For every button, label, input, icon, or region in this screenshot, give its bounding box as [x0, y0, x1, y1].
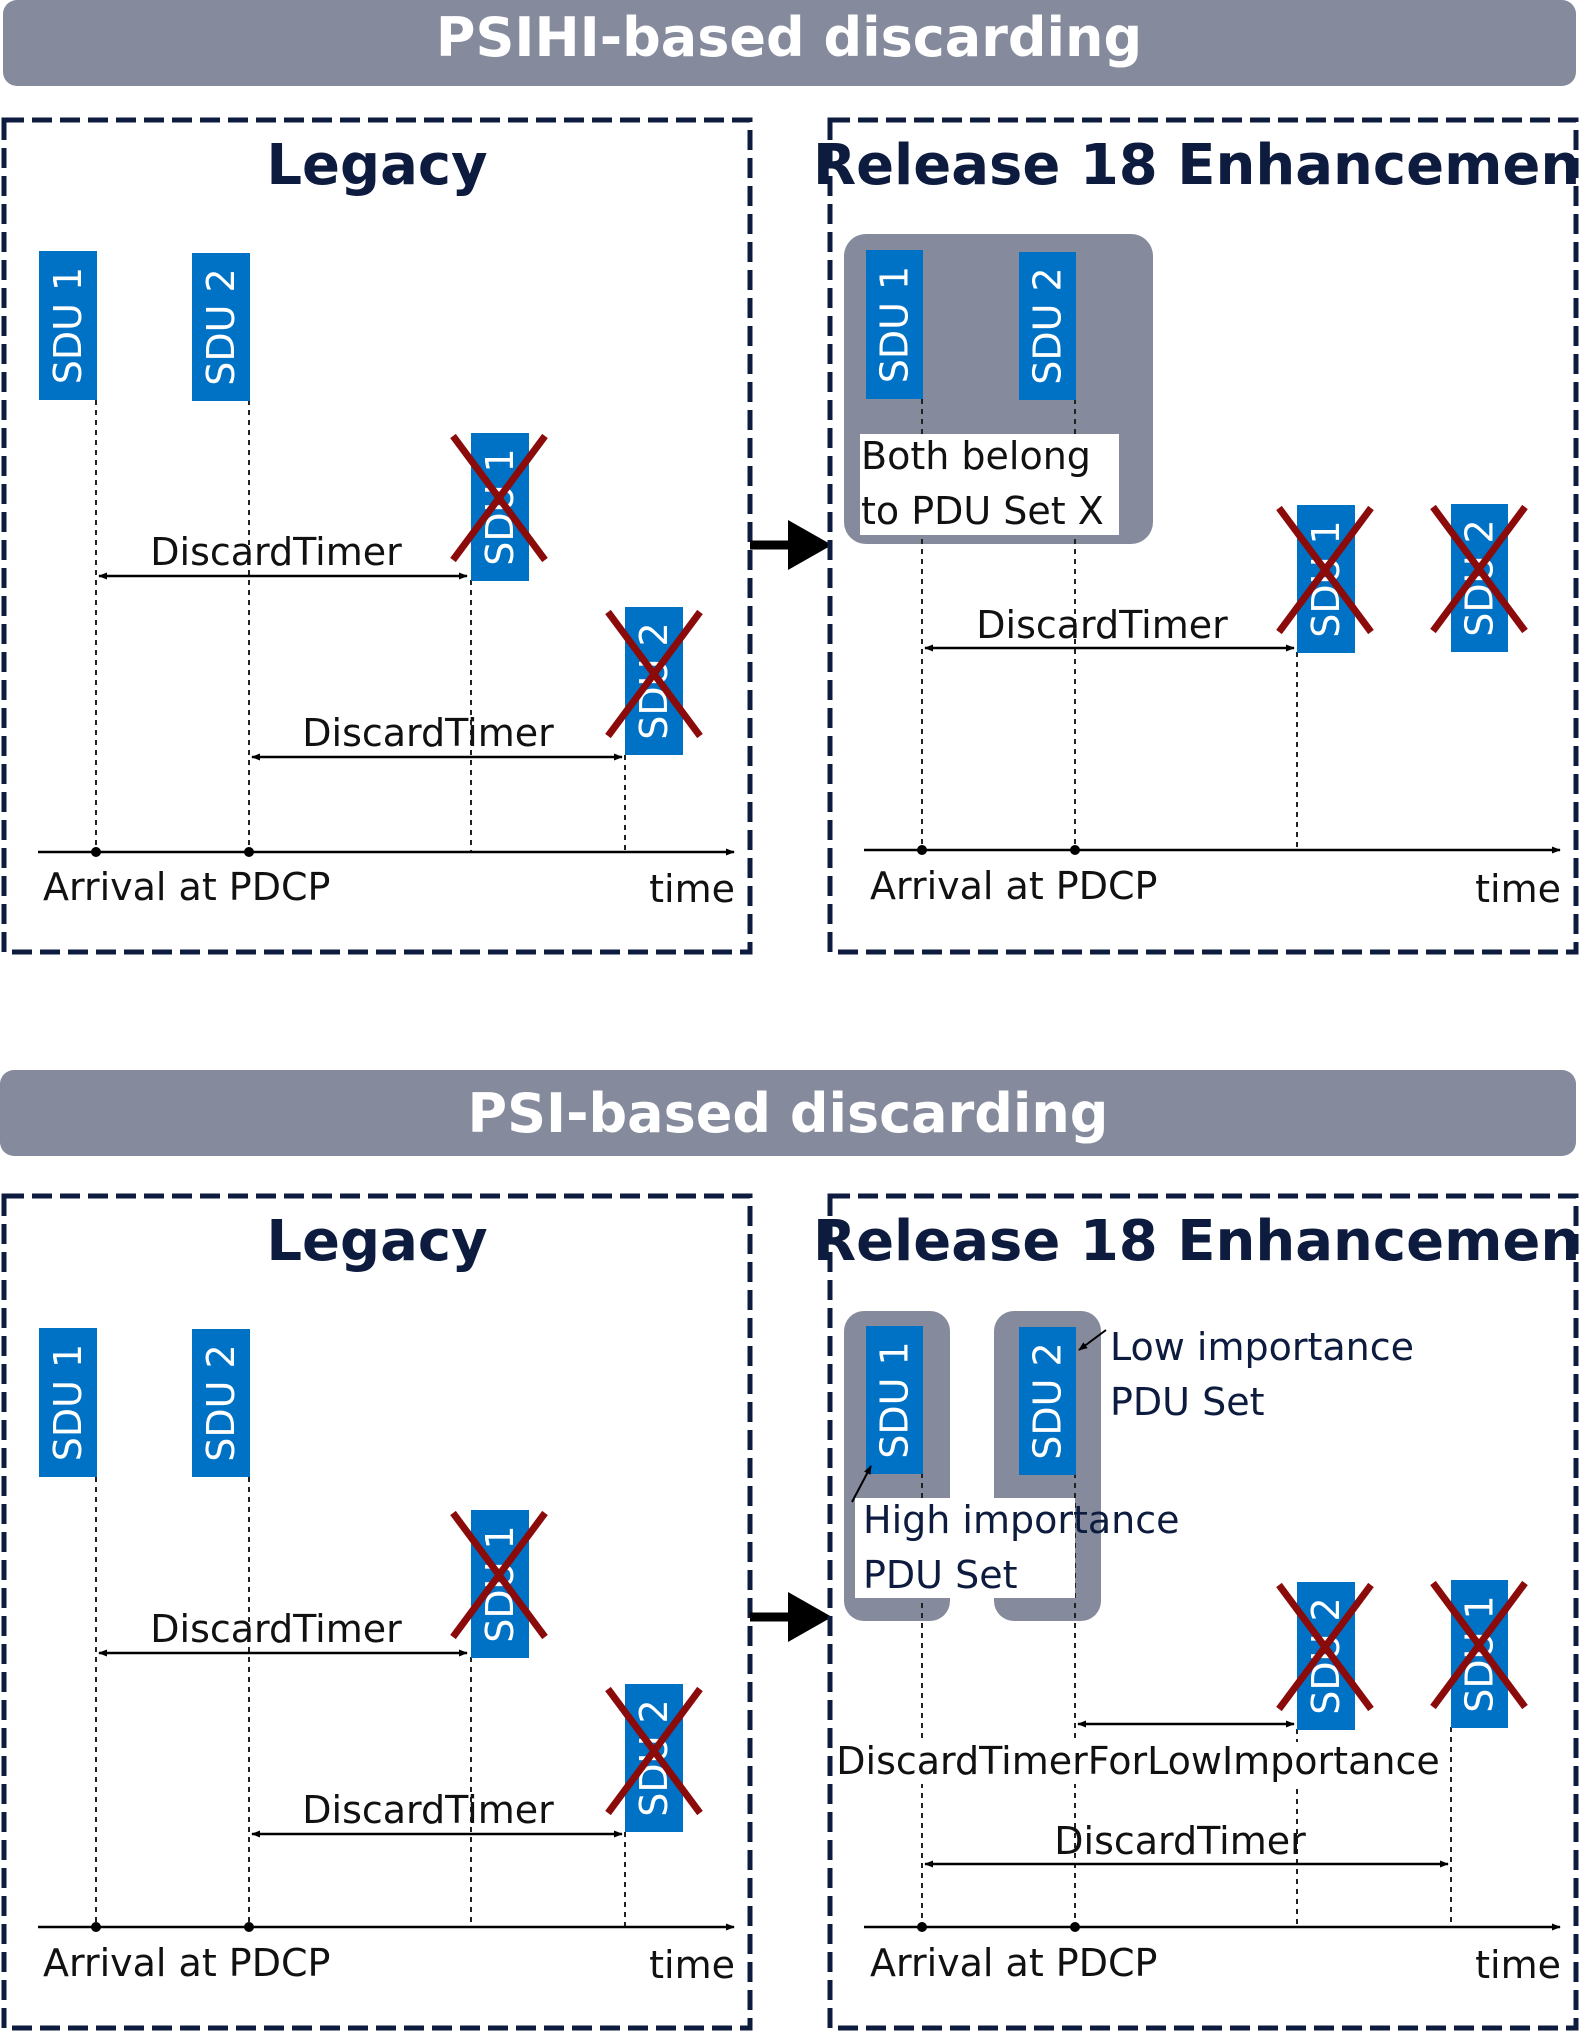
bottom-legacy-title: Legacy: [266, 1209, 487, 1274]
top-enh-timer-label: DiscardTimer: [976, 603, 1228, 647]
bottom-enh-time-label: time: [1475, 1943, 1561, 1987]
bottom-banner: [0, 1070, 1576, 1156]
top-legacy-arrival-label: Arrival at PDCP: [43, 865, 330, 909]
bottom-enh-sdu1-arrival: SDU 1: [866, 1326, 923, 1474]
svg-text:SDU 1: SDU 1: [46, 267, 90, 384]
bottom-legacy-sdu1-discarded: SDU 1: [450, 1510, 548, 1658]
top-enh-panel: Release 18 Enhancement SDU 1 SDU 2 Both …: [813, 117, 1579, 955]
bottom-enh-timer-label: DiscardTimer: [1054, 1819, 1306, 1863]
top-legacy-sdu2-arrival: SDU 2: [192, 253, 250, 401]
bottom-banner-title: PSI-based discarding: [468, 1082, 1109, 1145]
pdu-set-note: Both belong to PDU Set X: [860, 434, 1119, 535]
top-enh-time-label: time: [1475, 867, 1561, 911]
high-importance-callout: High importance PDU Set: [855, 1498, 1180, 1598]
top-enh-sdu2-discarded: SDU 2: [1430, 504, 1528, 652]
bottom-legacy-panel: Legacy SDU 1 SDU 2 SDU 1 SDU 2 DiscardTi…: [1, 1193, 753, 2031]
low-importance-label-line1: Low importance: [1110, 1325, 1414, 1369]
svg-text:SDU 1: SDU 1: [46, 1344, 90, 1461]
bottom-legacy-arrival-label: Arrival at PDCP: [43, 1941, 330, 1985]
bottom-enh-sdu2-discarded: SDU 2: [1276, 1582, 1374, 1730]
low-importance-label-line2: PDU Set: [1110, 1380, 1264, 1424]
bottom-legacy-timer1-label: DiscardTimer: [150, 1607, 402, 1651]
svg-text:Both belong: Both belong: [861, 434, 1091, 478]
svg-text:SDU 1: SDU 1: [873, 1341, 917, 1458]
svg-text:SDU 2: SDU 2: [632, 622, 676, 739]
top-legacy-sdu2-discarded: SDU 2: [605, 607, 703, 755]
top-legacy-timer2-label: DiscardTimer: [302, 711, 554, 755]
low-importance-pointer: [1078, 1329, 1107, 1351]
svg-text:SDU 1: SDU 1: [873, 266, 917, 383]
top-legacy-sdu1-arrival: SDU 1: [39, 251, 97, 400]
svg-text:PDU Set: PDU Set: [863, 1553, 1017, 1597]
top-legacy-time-label: time: [649, 867, 735, 911]
top-legacy-panel: Legacy SDU 1 SDU 2 SDU 1 SDU 2 DiscardTi…: [1, 117, 753, 955]
bottom-legacy-time-label: time: [649, 1943, 735, 1987]
bottom-legacy-frame: [1, 1193, 753, 2031]
top-enh-title: Release 18 Enhancement: [813, 133, 1579, 198]
svg-text:SDU 2: SDU 2: [1304, 1597, 1348, 1714]
top-banner-title: PSIHI-based discarding: [436, 6, 1142, 69]
svg-text:SDU 1: SDU 1: [478, 448, 522, 565]
svg-text:SDU 1: SDU 1: [1458, 1595, 1502, 1712]
low-importance-timer-label: DiscardTimerForLowImportance: [836, 1739, 1439, 1783]
bottom-enh-panel: Release 18 Enhancement SDU 1 SDU 2 Low i…: [813, 1193, 1579, 2031]
top-transition-arrow: [750, 520, 832, 570]
bottom-transition-arrow: [750, 1592, 832, 1642]
top-legacy-sdu1-discarded: SDU 1: [450, 433, 548, 581]
svg-text:SDU 2: SDU 2: [199, 268, 243, 385]
bottom-enh-title: Release 18 Enhancement: [813, 1209, 1579, 1274]
bottom-enh-sdu2-arrival: SDU 2: [1019, 1327, 1076, 1475]
top-enh-sdu1-discarded: SDU 1: [1276, 505, 1374, 653]
top-legacy-frame: [1, 117, 753, 955]
bottom-legacy-sdu2-discarded: SDU 2: [605, 1684, 703, 1832]
svg-text:SDU 1: SDU 1: [1304, 520, 1348, 637]
svg-text:SDU 1: SDU 1: [478, 1525, 522, 1642]
bottom-enh-sdu1-discarded: SDU 1: [1430, 1580, 1528, 1728]
bottom-enh-frame: [827, 1193, 1579, 2031]
top-enh-sdu2-arrival: SDU 2: [1019, 252, 1076, 400]
top-banner: [3, 0, 1576, 86]
svg-text:SDU 2: SDU 2: [1026, 1342, 1070, 1459]
svg-text:SDU 2: SDU 2: [199, 1344, 243, 1461]
svg-text:High importance: High importance: [863, 1498, 1180, 1542]
svg-text:SDU 2: SDU 2: [1458, 519, 1502, 636]
svg-text:SDU 2: SDU 2: [1026, 267, 1070, 384]
bottom-legacy-sdu2-arrival: SDU 2: [192, 1329, 250, 1477]
top-enh-frame: [827, 117, 1579, 955]
top-enh-arrival-label: Arrival at PDCP: [870, 864, 1157, 908]
svg-text:SDU 2: SDU 2: [632, 1699, 676, 1816]
bottom-enh-arrival-label: Arrival at PDCP: [870, 1941, 1157, 1985]
top-legacy-timer1-label: DiscardTimer: [150, 530, 402, 574]
top-legacy-title: Legacy: [266, 133, 487, 198]
bottom-legacy-timer2-label: DiscardTimer: [302, 1788, 554, 1832]
top-enh-sdu1-arrival: SDU 1: [866, 250, 923, 399]
svg-text:to PDU Set X: to PDU Set X: [861, 489, 1104, 533]
bottom-legacy-sdu1-arrival: SDU 1: [39, 1328, 97, 1477]
high-importance-pointer: [851, 1465, 872, 1503]
